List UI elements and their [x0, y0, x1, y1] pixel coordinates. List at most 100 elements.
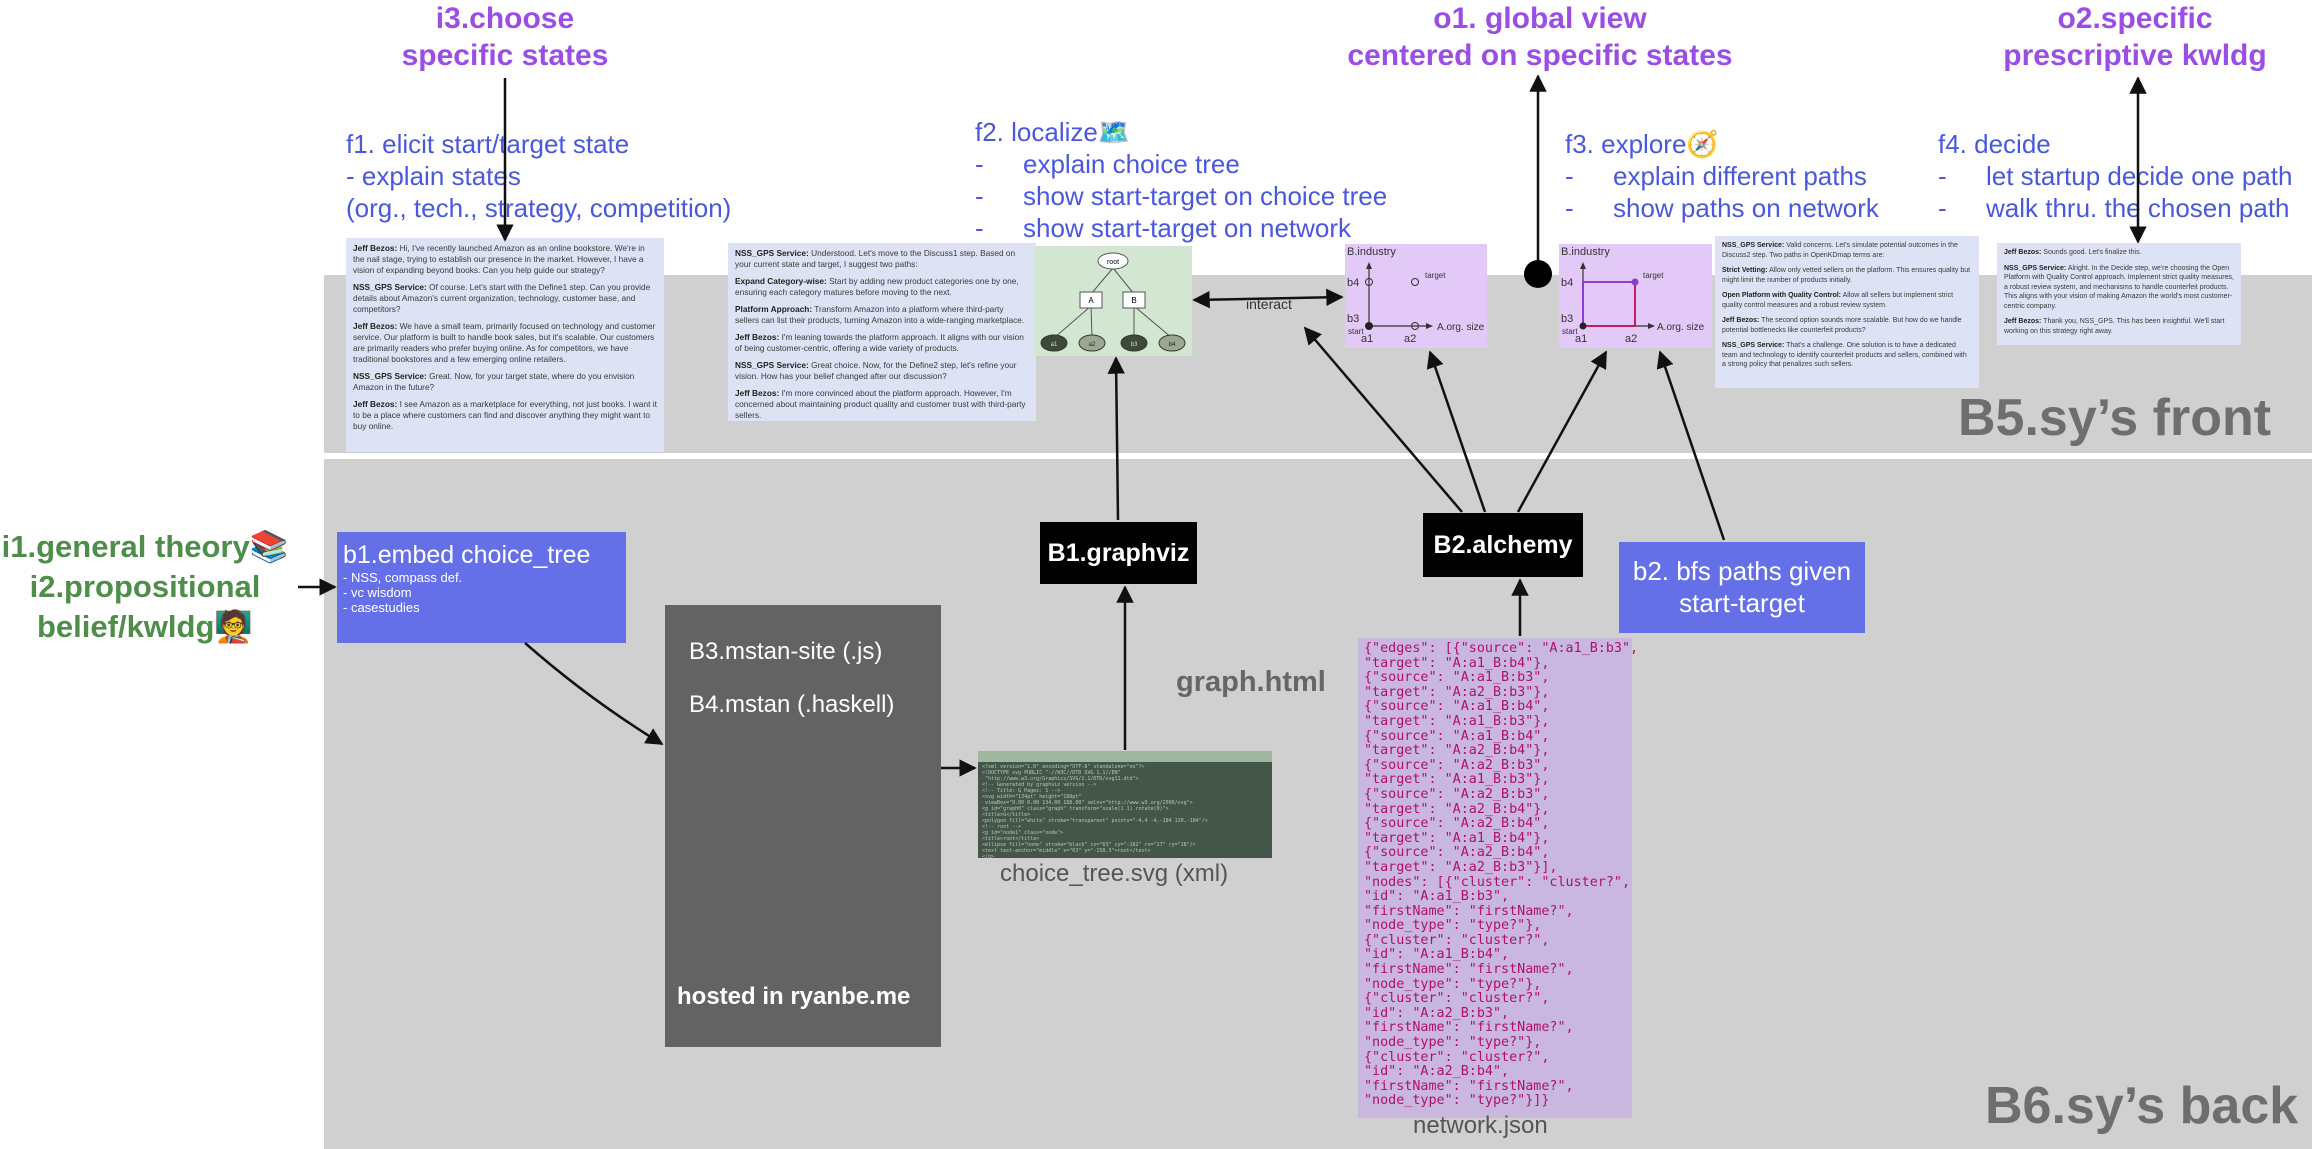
- chat-speaker: Jeff Bezos:: [2004, 249, 2042, 256]
- json-line: "node_type": "type?"}]}: [1364, 1093, 1550, 1109]
- o1-anchor-dot: [1524, 260, 1552, 288]
- code-line: <!-- root -->: [982, 824, 1022, 830]
- i2-line-2: belief/kwldg🧑‍🏫: [36, 609, 254, 644]
- json-line: "node_type": "type?"},: [1364, 976, 1542, 992]
- front-band-label: B5.sy’s front: [1958, 389, 2272, 447]
- json-line: {"source": "A:a1_B:b4",: [1364, 728, 1550, 744]
- chat-panel-discuss2: NSS_GPS Service: Valid concerns. Let's s…: [1715, 236, 1979, 388]
- chat-text: Great. Now, for your target state, where…: [353, 371, 635, 392]
- code-line: <ellipse fill="none" stroke="black" cx="…: [982, 842, 1196, 848]
- chat-message: NSS_GPS Service: Great. Now, for your ta…: [353, 371, 657, 393]
- choice-tree-caption: choice_tree.svg (xml): [1000, 860, 1229, 887]
- tree-node-b: [1122, 291, 1146, 309]
- chat-message: Jeff Bezos: The second option sounds mor…: [1722, 316, 1972, 335]
- b1-title: b1.embed choice_tree: [343, 541, 591, 569]
- chat-speaker: Jeff Bezos:: [353, 399, 398, 409]
- json-line: "firstName": "firstName?",: [1364, 962, 1574, 978]
- chat-message: Open Platform with Quality Control: Allo…: [1722, 291, 1972, 310]
- chat-text: Allow all sellers but implement strict q…: [1722, 292, 1954, 309]
- chat-text: Sounds good. Let's finalize this.: [2043, 249, 2142, 256]
- plot2-ytick-b4: b4: [1561, 277, 1573, 289]
- f2-item-2-text: show start-target on choice tree: [1023, 181, 1388, 211]
- plot2-path-via-a2: [1583, 282, 1636, 327]
- json-line: {"source": "A:a2_B:b4",: [1364, 816, 1550, 832]
- json-line: {"cluster": "cluster?",: [1364, 991, 1550, 1007]
- chat-speaker: Jeff Bezos:: [353, 243, 398, 253]
- f2-item-1: -explain choice tree: [975, 149, 1240, 179]
- chat-speaker: Jeff Bezos:: [1722, 317, 1760, 324]
- f1-line-2: - explain states: [346, 161, 521, 191]
- chat-message: Platform Approach: Transform Amazon into…: [735, 304, 1029, 326]
- tree-leaf-a2: [1078, 334, 1106, 352]
- tree-node-a-label: A: [1088, 296, 1094, 305]
- chat-panel-decide: Jeff Bezos: Sounds good. Let's finalize …: [1997, 243, 2241, 345]
- plot2-xlabel: A.org. size: [1657, 322, 1705, 333]
- choice-tree-thumbnail: root A B a1 a2 b3 b4: [1034, 246, 1192, 356]
- plot1-xlabel: A.org. size: [1437, 322, 1485, 333]
- chat-speaker: NSS_GPS Service:: [1722, 242, 1785, 249]
- plot2-node-target: [1631, 278, 1639, 286]
- f3-item-2: -show paths on network: [1565, 193, 1879, 223]
- i3-line-2: specific states: [401, 39, 609, 72]
- json-line: "id": "A:a2_B:b3",: [1364, 1005, 1510, 1021]
- f2-item-3: -show start-target on network: [975, 213, 1352, 243]
- plot2-path-via-b4: [1582, 281, 1635, 326]
- tree-node-a: [1079, 291, 1103, 309]
- chat-text: Start by adding new product categories o…: [735, 276, 1019, 297]
- code-line: <svg width="134pt" height="188pt": [982, 794, 1082, 800]
- plot2-xtick-a2: a2: [1625, 333, 1637, 345]
- chat-text: Valid concerns. Let's simulate potential…: [1722, 242, 1958, 259]
- json-line: "target": "A:a2_B:b4"},: [1364, 743, 1550, 759]
- network-plot-start-target: B.industry b4 b3 a1 a2 A.org. size start…: [1345, 244, 1487, 348]
- chat-message: Jeff Bezos: I see Amazon as a marketplac…: [353, 399, 657, 432]
- tree-leaf-a2-label: a2: [1089, 342, 1096, 348]
- tree-leaf-a1: [1040, 334, 1068, 352]
- chat-text: That's a challenge. One solution is to h…: [1722, 342, 1967, 368]
- chat-speaker: NSS_GPS Service:: [735, 360, 809, 370]
- f1-title: f1. elicit start/target state: [346, 129, 630, 159]
- f2-item-3-text: show start-target on network: [1023, 213, 1352, 243]
- chat-message: Jeff Bezos: Thank you, NSS_GPS. This has…: [2004, 317, 2234, 336]
- json-line: "target": "A:a1_B:b4"},: [1364, 655, 1550, 671]
- json-line: "target": "A:a1_B:b4"},: [1364, 830, 1550, 846]
- chat-speaker: Jeff Bezos:: [735, 388, 780, 398]
- chat-text: Understood. Let's move to the Discuss1 s…: [735, 248, 1016, 269]
- chat-speaker: NSS_GPS Service:: [735, 248, 809, 258]
- o1-line-1: o1. global view: [1433, 2, 1647, 35]
- code-line: "http://www.w3.org/Graphics/SVG/1.1/DTD/…: [982, 776, 1139, 782]
- code-line: </g>: [982, 854, 995, 858]
- plot2-xtick-a1: a1: [1575, 333, 1587, 345]
- arrow-bfs-to-plot2: [1656, 350, 1726, 541]
- chat-message: Jeff Bezos: Hi, I've recently launched A…: [353, 243, 657, 276]
- tree-leaf-b3: [1120, 334, 1148, 352]
- chat-text: Of course. Let's start with the Define1 …: [353, 282, 651, 314]
- chat-speaker: NSS_GPS Service:: [353, 371, 427, 381]
- plot1-ytick-b3: b3: [1347, 313, 1359, 325]
- b1-item-3: - casestudies: [343, 600, 420, 615]
- json-line: "firstName": "firstName?",: [1364, 1020, 1574, 1036]
- o2-line-1: o2.specific: [2057, 2, 2213, 35]
- chat-text: I see Amazon as a marketplace for everyt…: [353, 399, 657, 431]
- chat-message: Jeff Bezos: I'm leaning towards the plat…: [735, 332, 1029, 354]
- o1-label: o1. global view centered on specific sta…: [1290, 0, 1790, 74]
- plot1-target-label: target: [1425, 271, 1446, 280]
- plot1-ytick-b4: b4: [1347, 277, 1359, 289]
- json-line: {"source": "A:a2_B:b3",: [1364, 786, 1550, 802]
- json-line: "nodes": [{"cluster": "cluster?",: [1364, 874, 1631, 890]
- json-line: "target": "A:a1_B:b3"},: [1364, 713, 1550, 729]
- network-json-caption: network.json: [1413, 1112, 1548, 1139]
- f2-title: f2. localize🗺️: [975, 117, 1131, 147]
- json-line: "id": "A:a2_B:b4",: [1364, 1064, 1510, 1080]
- f2-item-1-text: explain choice tree: [1023, 149, 1240, 179]
- code-line: <polygon fill="white" stroke="transparen…: [982, 818, 1208, 824]
- o2-label: o2.specific prescriptive kwldg: [1960, 0, 2310, 74]
- code-line: <title>G</title>: [982, 812, 1031, 818]
- f3-title: f3. explore🧭: [1565, 129, 1719, 159]
- plot2-start-label: start: [1562, 327, 1578, 336]
- json-line: "id": "A:a1_B:b4",: [1364, 947, 1510, 963]
- plot1-xtick-a1: a1: [1361, 333, 1373, 345]
- chat-panel-discuss1: NSS_GPS Service: Understood. Let's move …: [728, 243, 1036, 421]
- plot2-node-start: [1579, 322, 1587, 330]
- chat-speaker: NSS_GPS Service:: [1722, 342, 1785, 349]
- chat-text: I'm more convinced about the platform ap…: [735, 388, 1026, 420]
